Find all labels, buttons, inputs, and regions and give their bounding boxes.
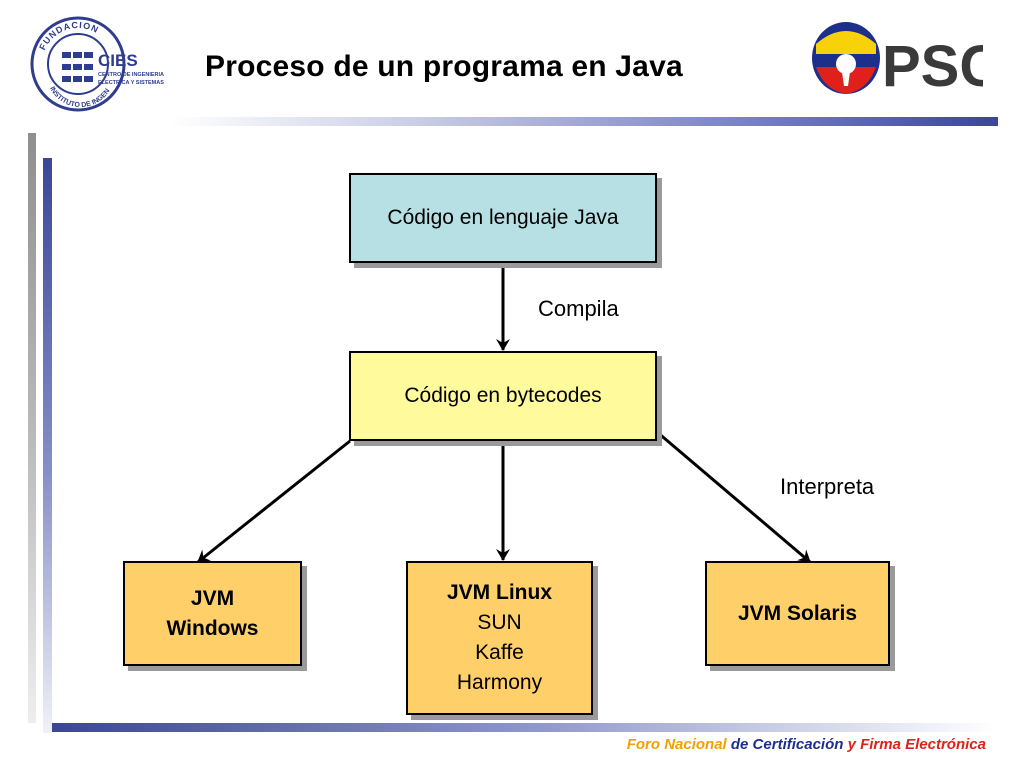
node-jvm-linux-line-1: SUN — [477, 611, 522, 634]
logo-acronym: CIES — [98, 51, 138, 70]
node-java-source: Código en lenguaje Java — [349, 173, 657, 263]
footer-text: Foro Nacional de Certificación y Firma E… — [627, 736, 986, 753]
node-jvm-linux: JVM Linux SUN Kaffe Harmony — [406, 561, 593, 715]
node-bytecode: Código en bytecodes — [349, 351, 657, 441]
psc-logo: PSC — [808, 14, 1001, 100]
footer-part-3: y — [847, 736, 856, 753]
node-jvm-solaris-label: JVM Solaris — [737, 601, 858, 625]
node-java-source-label: Código en lenguaje Java — [387, 206, 619, 229]
footer-part-2: de Certificación — [726, 736, 848, 753]
edge-label-compile: Compila — [538, 296, 619, 321]
footer-part-1: Foro Nacional — [626, 736, 727, 753]
footer-part-4: Firma Electrónica — [855, 736, 986, 753]
node-jvm-windows: JVM Windows — [123, 561, 302, 666]
footer-divider — [52, 723, 998, 732]
logo-psc-text: PSC — [882, 34, 983, 99]
arrow-bytecode-to-solaris — [656, 430, 811, 564]
logo-subtitle-1: CENTRO DE INGENIERIA — [98, 72, 164, 78]
logo-subtitle-2: ELECTRICA Y SISTEMAS — [98, 80, 164, 86]
node-bytecode-label: Código en bytecodes — [404, 384, 602, 407]
cies-logo: FUNDACION INSTITUTO DE INGENIERIA CIES C… — [25, 9, 178, 114]
left-decor-bar-blue — [43, 158, 52, 733]
page-title: Proceso de un programa en Java — [205, 50, 683, 83]
arrow-bytecode-to-windows — [197, 439, 351, 564]
edge-label-interpret: Interpreta — [780, 474, 875, 499]
left-decor-bar-grey — [28, 133, 36, 723]
node-jvm-windows-line-1: JVM — [190, 586, 235, 610]
node-jvm-linux-line-3: Harmony — [456, 671, 543, 694]
header-divider — [170, 117, 998, 126]
node-jvm-windows-line-2: Windows — [166, 616, 259, 640]
node-jvm-linux-line-2: Kaffe — [475, 641, 524, 664]
node-jvm-solaris: JVM Solaris — [705, 561, 890, 666]
node-jvm-linux-title: JVM Linux — [446, 581, 552, 604]
